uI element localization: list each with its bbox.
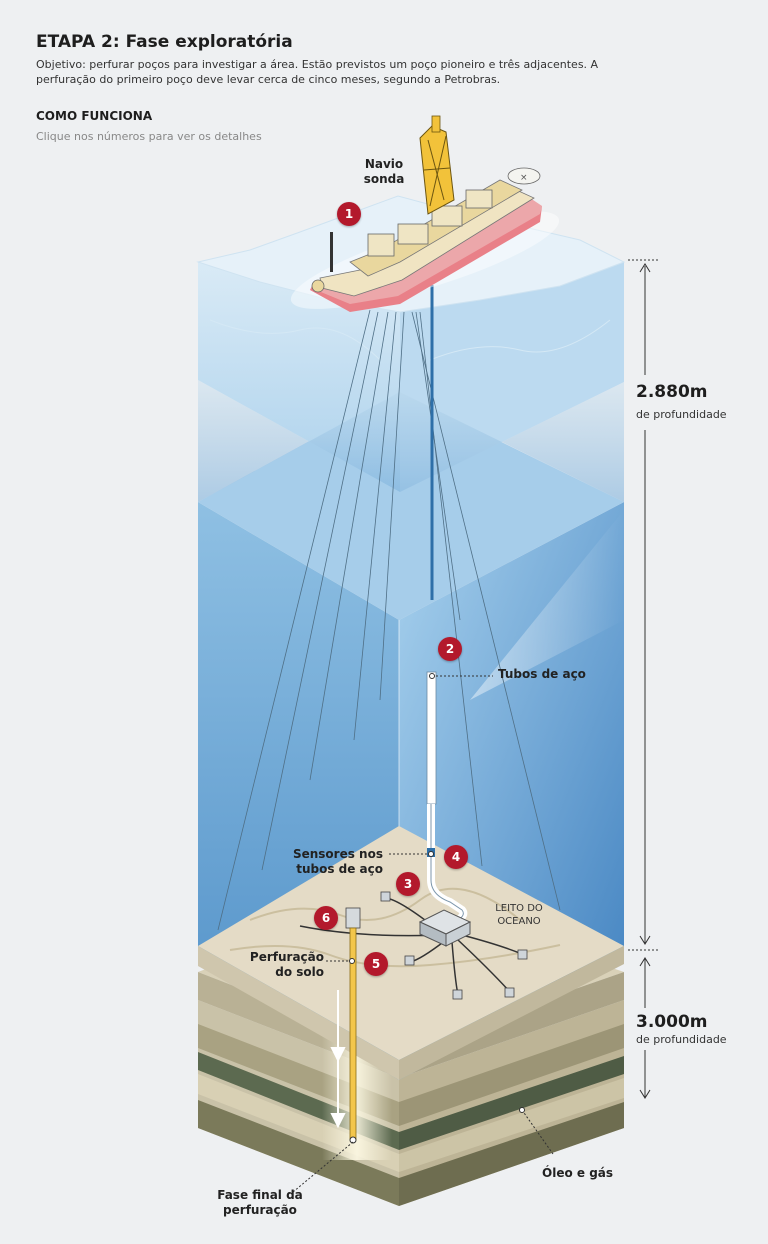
seabed-label: LEITO DO OCEANO [488, 902, 550, 928]
wellhead-manifold [299, 891, 528, 1000]
marker-3-button[interactable]: 3 [396, 872, 420, 896]
drilling-label-line1: Perfuração [249, 950, 324, 964]
marker-6-button[interactable]: 6 [314, 906, 338, 930]
soil-drill [345, 907, 361, 1144]
final-phase-label: Fase final da perfuração [200, 1188, 320, 1218]
svg-text:×: × [520, 173, 528, 183]
instructions-hint: Clique nos números para ver os detalhes [36, 130, 262, 143]
soil-depth-value: 3.000m [636, 1012, 708, 1032]
depth-indicator-water [628, 259, 660, 951]
oil-gas-label: Óleo e gás [542, 1166, 614, 1180]
final-phase-label-line2: perfuração [223, 1203, 297, 1217]
seabed-label-line2: OCEANO [497, 916, 541, 927]
sensors-label: Sensores nos tubos de aço [268, 847, 383, 877]
drilling-label: Perfuração do solo [224, 950, 324, 980]
marker-5-button[interactable]: 5 [364, 952, 388, 976]
water-depth-unit: de profundidade [636, 408, 727, 421]
soil-depth-unit: de profundidade [636, 1033, 727, 1046]
ship-label-line2: sonda [363, 172, 405, 186]
depth-indicator-soil [639, 957, 651, 1099]
leader-lines [292, 675, 554, 1193]
ship-label-line1: Navio [364, 157, 404, 171]
surface-block [196, 195, 626, 502]
marker-1-button[interactable]: 1 [337, 202, 361, 226]
drill-ship: × [290, 115, 560, 312]
marker-2-button[interactable]: 2 [438, 637, 462, 661]
drilling-direction-arrows [330, 990, 346, 1129]
marker-4-button[interactable]: 4 [444, 845, 468, 869]
leader-dots [349, 673, 525, 1113]
tubes-label: Tubos de aço [498, 667, 586, 681]
drilling-label-line2: do solo [275, 965, 324, 979]
page-title: ETAPA 2: Fase exploratória [36, 32, 293, 52]
page-subtitle: Objetivo: perfurar poços para investigar… [36, 58, 599, 86]
water-depth-value: 2.880m [636, 382, 708, 402]
final-phase-label-line1: Fase final da [217, 1188, 303, 1202]
section-heading: COMO FUNCIONA [36, 109, 153, 123]
anchor-cables [217, 309, 561, 931]
seabed-slab [198, 826, 624, 1080]
ship-label: Navio sonda [354, 157, 414, 187]
sensors-label-line2: tubos de aço [296, 862, 383, 876]
seabed-label-line1: LEITO DO [495, 903, 543, 914]
sensors-label-line1: Sensores nos [292, 847, 383, 861]
